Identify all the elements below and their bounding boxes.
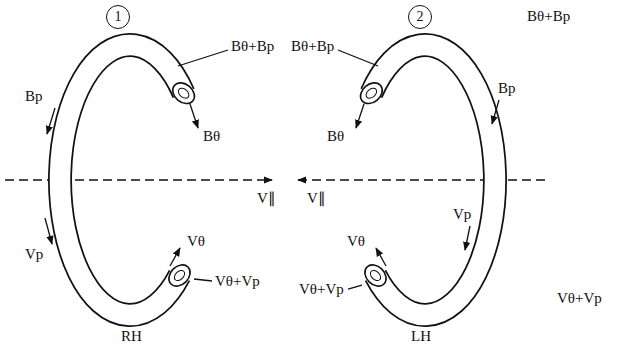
velocity-label: Vθ+Vp [298,281,345,298]
callout-circle: 2 [408,5,432,29]
velocity-label: Vθ+Vp [556,290,603,307]
handedness-label: LH [410,328,432,345]
velocity-label: V∥ [306,190,327,207]
field-label: Bθ [326,128,345,145]
field-label: Bθ+Bp [290,38,335,55]
velocity-label: Vθ [346,233,366,250]
velocity-label: Vp [24,246,44,263]
ring-rh [60,45,199,315]
field-label: Bθ+Bp [230,38,275,55]
field-label: Bp [24,88,44,105]
field-label: Bθ [202,128,221,145]
field-label: Bθ+Bp [526,8,571,25]
velocity-label: V∥ [256,190,277,207]
axis-arrow [5,179,272,180]
vector-arrows [45,50,499,289]
callout-circle: 1 [106,5,130,29]
handedness-label: RH [120,328,143,345]
callout-number: 1 [115,10,122,24]
ring-lh [356,45,495,315]
velocity-label: Vp [452,206,472,223]
callout-number: 2 [417,10,424,24]
axis-arrow [298,179,545,180]
velocity-label: Vθ [186,233,206,250]
field-label: Bp [497,80,517,97]
velocity-label: Vθ+Vp [214,273,261,290]
